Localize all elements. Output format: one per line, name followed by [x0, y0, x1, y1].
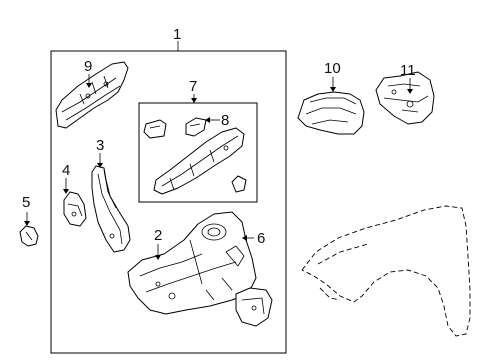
- assembly-frame: [50, 50, 287, 354]
- part-9-upper-rail: [55, 61, 129, 129]
- callout-7: 7: [189, 78, 198, 95]
- part-11-bracket: [375, 71, 435, 125]
- fender-reference: [301, 205, 471, 337]
- callout-11: 11: [400, 62, 416, 79]
- part-4-bracket: [63, 191, 87, 227]
- part-7-small-piece: [231, 175, 247, 193]
- part-3-channel: [91, 165, 131, 253]
- part-6-lower-bracket: [235, 287, 273, 327]
- part-10-liner: [297, 91, 365, 135]
- callout-10: 10: [324, 60, 341, 77]
- callout-3: 3: [96, 137, 105, 154]
- part-7-rail: [153, 127, 245, 195]
- callout-5: 5: [22, 194, 31, 211]
- callout-1: 1: [173, 26, 182, 43]
- part-8-small-bracket: [185, 117, 207, 137]
- callout-9: 9: [84, 58, 93, 75]
- callout-4: 4: [62, 162, 71, 179]
- part-2-apron: [127, 211, 257, 315]
- callout-8: 8: [221, 112, 230, 129]
- subassembly-frame: [138, 102, 258, 203]
- part-5-clip: [19, 225, 39, 247]
- part-7-clip-left: [143, 119, 167, 139]
- callout-6: 6: [257, 230, 266, 247]
- callout-2: 2: [154, 227, 163, 244]
